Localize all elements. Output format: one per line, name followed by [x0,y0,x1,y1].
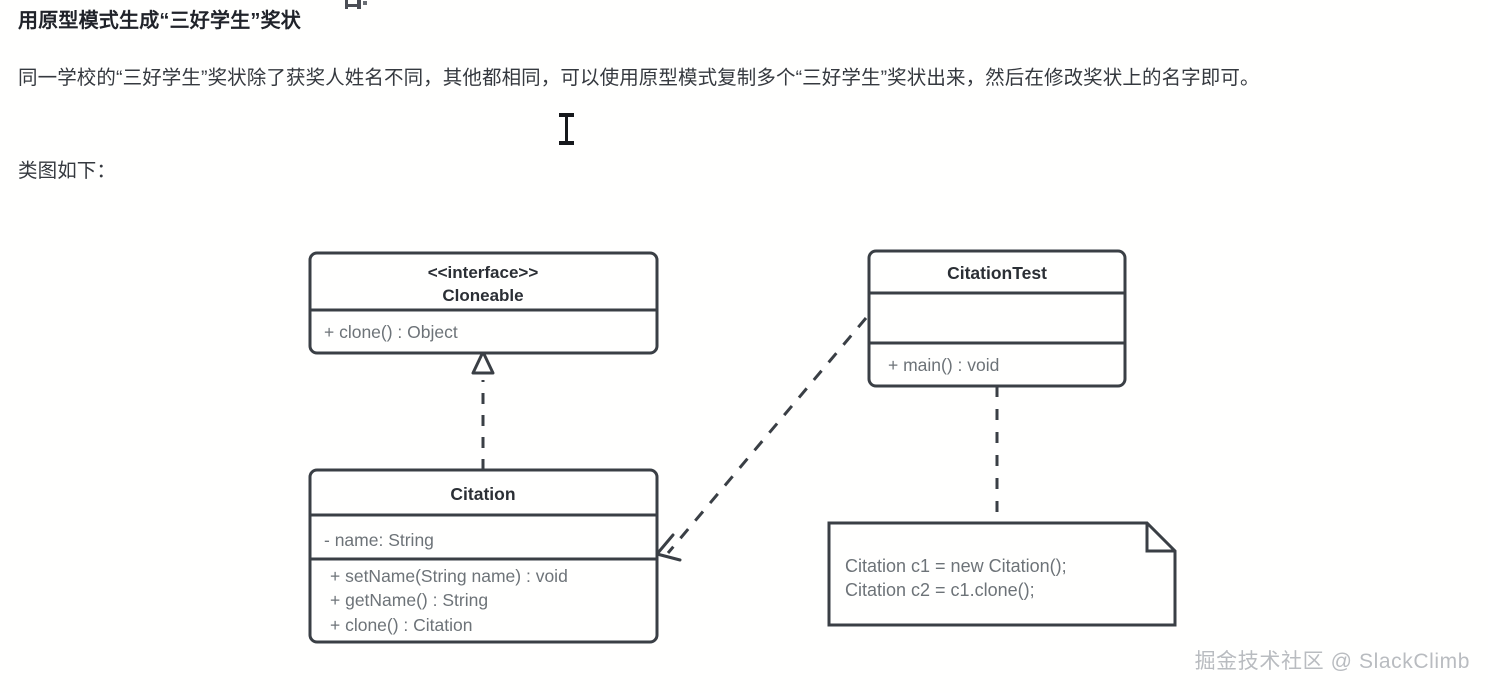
text-cursor-icon [559,113,575,145]
dependency-dashed-line [666,317,868,554]
clipped-text-artifact [343,0,403,9]
note-line-1: Citation c2 = c1.clone(); [845,580,1035,600]
citation-method-2: + clone() : Citation [330,615,473,635]
citationtest-class-name: CitationTest [947,263,1047,283]
watermark: 掘金技术社区 @ SlackClimb [1194,650,1470,673]
citation-class-name: Citation [450,484,515,504]
article-paragraph: 同一学校的“三好学生”奖状除了获奖人姓名不同，其他都相同，可以使用原型模式复制多… [18,67,1260,89]
citationtest-box-outline [867,249,1127,388]
caret-stem [565,115,568,143]
artifact-stroke-1 [345,0,348,9]
note-folded-corner-icon [1145,523,1175,553]
cloneable-method-0: + clone() : Object [324,322,458,342]
citation-method-1: + getName() : String [330,590,488,610]
uml-class-citation: Citation - name: String + setName(String… [308,468,659,644]
cloneable-box-outline [308,251,659,355]
uml-class-cloneable: <<interface>> Cloneable + clone() : Obje… [308,251,659,355]
citation-method-0: + setName(String name) : void [330,566,568,586]
artifact-stroke-2 [348,4,359,7]
hollow-triangle-arrowhead-icon [471,350,495,375]
uml-note-code: Citation c1 = new Citation(); Citation c… [827,521,1177,627]
note-line-0: Citation c1 = new Citation(); [845,556,1067,576]
caret-bottom-serif [559,141,574,145]
citation-box-outline [308,468,659,644]
citationtest-method-0: + main() : void [888,355,999,375]
relation-citation-realizes-cloneable [471,350,495,470]
uml-class-citationtest: CitationTest + main() : void [867,249,1127,388]
citation-attribute-0: - name: String [324,530,434,550]
note-box-outline [827,521,1177,627]
artifact-stroke-4 [363,1,367,5]
page-title: 用原型模式生成“三好学生”奖状 [18,10,301,32]
cloneable-class-name: Cloneable [442,286,523,305]
artifact-stroke-3 [357,0,361,9]
cloneable-stereotype: <<interface>> [428,263,539,282]
open-arrowhead-icon [655,533,682,562]
article-subline: 类图如下： [18,160,117,182]
